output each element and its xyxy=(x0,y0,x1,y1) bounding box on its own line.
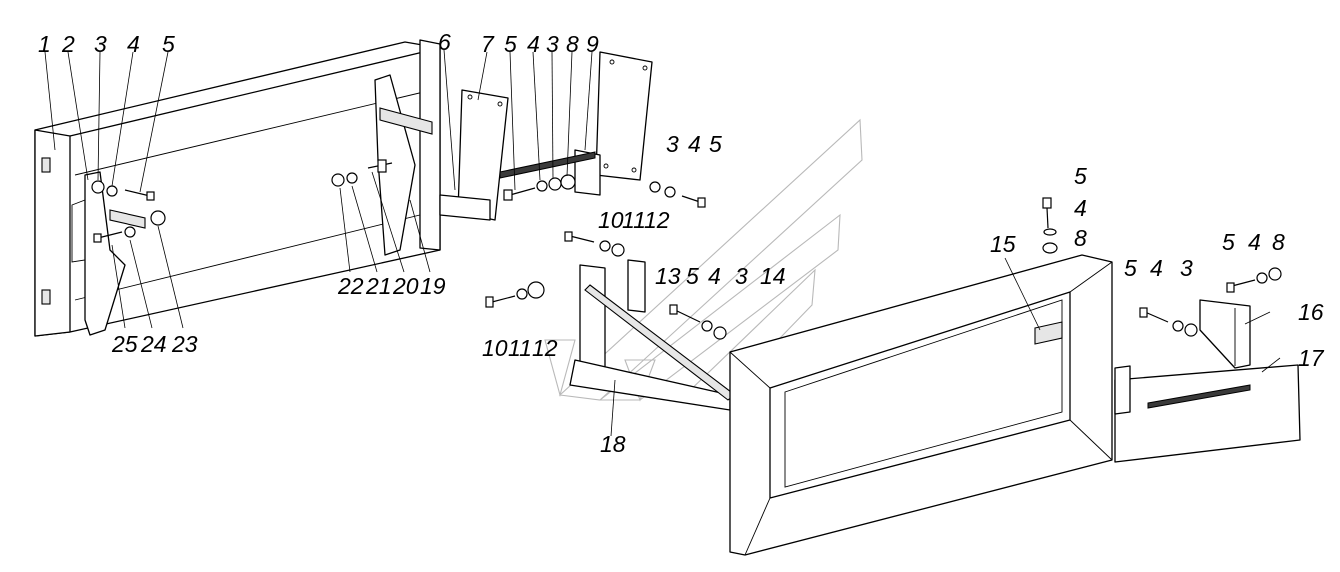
support-part-18 xyxy=(569,264,736,411)
callout-3: 3 xyxy=(546,31,559,57)
callout-4: 4 xyxy=(527,31,540,57)
hardware-lower xyxy=(485,231,727,340)
hardware-right xyxy=(1042,197,1282,337)
callout-10: 10 xyxy=(482,335,508,361)
callout-5: 5 xyxy=(1222,229,1235,255)
callout-24: 24 xyxy=(140,331,167,357)
callout-12: 12 xyxy=(532,335,558,361)
callout-19: 19 xyxy=(420,273,446,299)
callout-8: 8 xyxy=(1074,225,1087,251)
callout-4: 4 xyxy=(688,131,701,157)
callout-3: 3 xyxy=(666,131,679,157)
hardware-center xyxy=(331,159,706,208)
callout-4: 4 xyxy=(127,31,140,57)
callout-11: 11 xyxy=(508,335,532,361)
callout-5: 5 xyxy=(686,263,699,289)
callout-13: 13 xyxy=(655,263,681,289)
callout-23: 23 xyxy=(171,331,198,357)
callout-6: 6 xyxy=(438,29,451,55)
callout-25: 25 xyxy=(111,331,138,357)
callout-5: 5 xyxy=(1124,255,1137,281)
callout-5: 5 xyxy=(162,31,175,57)
watermark-logo xyxy=(544,118,863,402)
callout-8: 8 xyxy=(1272,229,1285,255)
callout-11: 11 xyxy=(622,207,646,233)
plate-part-7 xyxy=(457,89,509,221)
strip-part-17 xyxy=(1114,364,1301,463)
callout-18: 18 xyxy=(600,431,626,457)
callout-22: 22 xyxy=(337,273,364,299)
hardware-left xyxy=(91,180,166,243)
callout-4: 4 xyxy=(1074,195,1087,221)
callout-14: 14 xyxy=(760,263,786,289)
callout-16: 16 xyxy=(1298,299,1324,325)
bracket-part-6 xyxy=(439,194,491,221)
callout-10: 10 xyxy=(598,207,624,233)
callout-3: 3 xyxy=(1180,255,1193,281)
callout-4: 4 xyxy=(708,263,721,289)
rear-panel-part-1 xyxy=(34,39,441,337)
callout-4: 4 xyxy=(1150,255,1163,281)
callout-17: 17 xyxy=(1298,345,1325,371)
callout-12: 12 xyxy=(644,207,670,233)
callout-15: 15 xyxy=(990,231,1016,257)
leader-lines xyxy=(44,49,1281,437)
bracket-part-13 xyxy=(627,259,646,313)
callout-3: 3 xyxy=(94,31,107,57)
bracket-part-16 xyxy=(1199,299,1251,369)
callout-5: 5 xyxy=(709,131,722,157)
callout-2: 2 xyxy=(61,31,75,57)
right-bracket-part-19 xyxy=(374,74,433,256)
callout-7: 7 xyxy=(481,31,495,57)
callout-21: 21 xyxy=(365,273,392,299)
front-frame-part-14 xyxy=(729,254,1113,556)
callout-20: 20 xyxy=(392,273,419,299)
callout-9: 9 xyxy=(586,31,599,57)
callout-1: 1 xyxy=(38,31,51,57)
callout-labels: 1 2 3 4 5 6 7 5 4 3 8 9 3 4 5 10 11 12 1… xyxy=(38,29,1325,457)
left-bracket-part-2 xyxy=(71,171,146,336)
callout-4: 4 xyxy=(1248,229,1261,255)
callout-5: 5 xyxy=(504,31,517,57)
callout-3: 3 xyxy=(735,263,748,289)
callout-8: 8 xyxy=(566,31,579,57)
callout-5: 5 xyxy=(1074,163,1087,189)
seal-strip xyxy=(499,151,596,179)
